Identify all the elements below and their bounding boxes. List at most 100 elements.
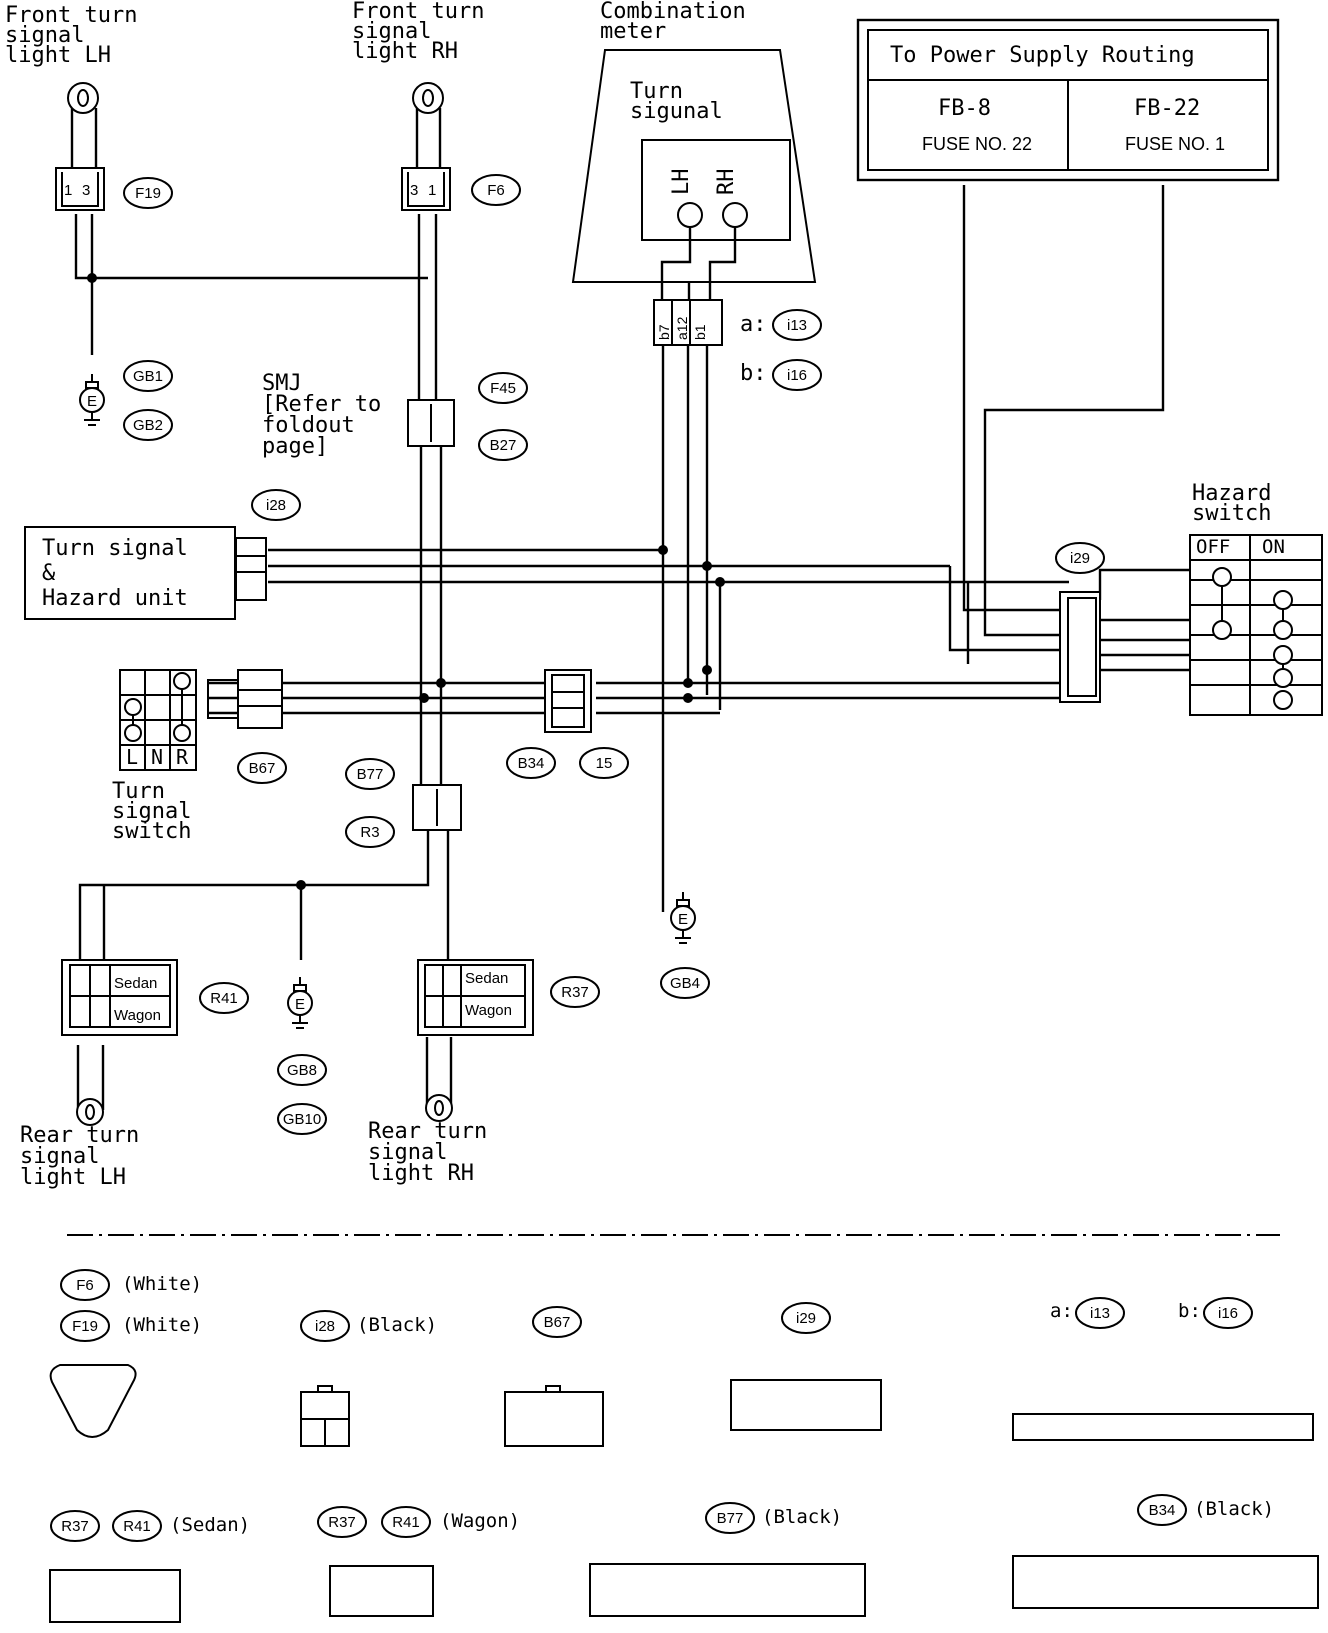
i28-label: i28	[266, 497, 286, 514]
r41-label: R41	[210, 990, 238, 1007]
ground-icon: E	[79, 374, 105, 426]
rear-lh-sedan: Sedan	[114, 975, 157, 992]
i16-badge	[772, 359, 822, 391]
power-supply-box	[856, 18, 1280, 182]
legend-b34-color: (Black)	[1194, 1498, 1274, 1520]
ground-icon: E	[670, 892, 696, 944]
legend-r37-sedan-label: R37	[61, 1518, 89, 1535]
turn-signal-unit-title: Turn signal&Hazard unit	[42, 536, 188, 611]
f19-label: F19	[135, 185, 161, 202]
gb10-label: GB10	[283, 1111, 321, 1128]
legend-i29-label: i29	[796, 1310, 816, 1327]
i29-label: i29	[1070, 550, 1090, 567]
switch-position-R: R	[176, 745, 189, 769]
legend-i28-label: i28	[315, 1318, 335, 1335]
meter-connector-a: a:	[740, 312, 767, 337]
gb1-label: GB1	[133, 368, 163, 385]
r3-connector	[412, 784, 462, 831]
switch-position-N: N	[151, 745, 163, 769]
legend-i13-label: i13	[1090, 1305, 1110, 1322]
power-fuse22: FUSE NO. 22	[922, 134, 1032, 154]
gb2-label: GB2	[133, 417, 163, 434]
rear-rh-lamp	[417, 959, 534, 1122]
legend-f19-label: F19	[72, 1318, 98, 1335]
i28-badge	[251, 489, 301, 521]
switch-position-L: L	[126, 745, 138, 769]
legend-i16-label: i16	[1218, 1305, 1238, 1322]
legend-b34-label: B34	[1149, 1502, 1176, 1519]
svg-text:3: 3	[410, 182, 418, 199]
hazard-on-label: ON	[1262, 536, 1285, 558]
b77-badge	[345, 758, 395, 790]
legend-b: b:	[1178, 1300, 1201, 1322]
legend-b34-badge	[1137, 1494, 1187, 1526]
r41-badge	[199, 982, 249, 1014]
meter-pin: b1	[692, 324, 708, 340]
ground-symbols: E E E	[79, 374, 696, 1029]
gb10-badge	[277, 1103, 327, 1135]
rear-rh-wagon: Wagon	[465, 1002, 512, 1019]
gb4-label: GB4	[670, 975, 700, 992]
ground-label: E	[678, 911, 688, 928]
legend-r41-wagon-badge	[381, 1506, 431, 1538]
r37-label: R37	[561, 984, 589, 1001]
power-fuse1: FUSE NO. 1	[1125, 134, 1225, 154]
f19-badge	[123, 177, 173, 209]
meter-pin: b7	[656, 324, 672, 340]
legend-b77-label: B77	[717, 1510, 744, 1527]
power-fb8: FB-8	[938, 96, 991, 121]
meter-rh-label: RH	[714, 169, 739, 196]
i13-label: i13	[787, 317, 807, 334]
legend-f6-badge	[60, 1269, 110, 1301]
legend-b77-color: (Black)	[762, 1506, 842, 1528]
power-title: To Power Supply Routing	[890, 43, 1195, 68]
f45-label: F45	[490, 380, 516, 397]
rear-rh-sedan: Sedan	[465, 970, 508, 987]
r3-label: R3	[360, 824, 379, 841]
legend-r41-sedan-badge	[112, 1510, 162, 1542]
legend-r37-wagon-label: R37	[328, 1514, 356, 1531]
legend-f19-badge	[60, 1310, 110, 1342]
f45-badge	[478, 372, 528, 404]
legend-i28-color: (Black)	[357, 1314, 437, 1336]
legend-b67-label: B67	[544, 1314, 571, 1331]
ground-icon: E	[287, 977, 313, 1029]
legend-connectors	[49, 1364, 1319, 1623]
f6-badge	[471, 174, 521, 206]
gb8-label: GB8	[287, 1062, 317, 1079]
b27-label: B27	[490, 437, 517, 454]
legend-i16-badge	[1203, 1297, 1253, 1329]
ground-label: E	[87, 393, 97, 410]
b34-connector	[544, 669, 592, 733]
legend-i13-badge	[1075, 1297, 1125, 1329]
b67-badge	[237, 752, 287, 784]
i16-label: i16	[787, 367, 807, 384]
gb2-badge	[123, 409, 173, 441]
power-fb22: FB-22	[1134, 96, 1200, 121]
legend-i29-badge	[781, 1302, 831, 1334]
legend-sedan: (Sedan)	[170, 1514, 250, 1536]
i29-connector	[1059, 591, 1101, 703]
ground-label: E	[295, 996, 305, 1013]
gb8-badge	[277, 1054, 327, 1086]
rear-lh-lamp	[61, 959, 178, 1126]
legend-wagon: (Wagon)	[440, 1510, 520, 1532]
svg-text:1: 1	[64, 182, 72, 199]
wires	[70, 108, 1190, 1110]
b67-label: B67	[249, 760, 276, 777]
meter-lh-label: LH	[669, 169, 694, 196]
combination-meter	[571, 49, 817, 346]
gb4-badge	[660, 967, 710, 999]
